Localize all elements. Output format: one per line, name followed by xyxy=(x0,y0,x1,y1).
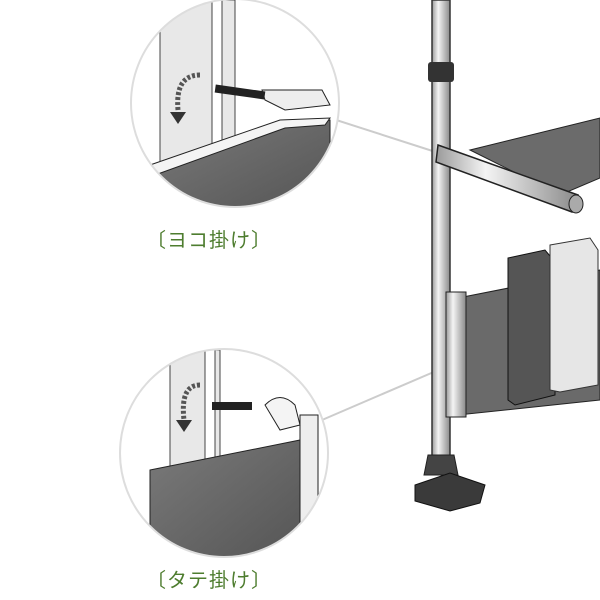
pole-base xyxy=(414,472,486,512)
vertical-panel xyxy=(445,237,600,418)
arrow-down-icon xyxy=(170,112,186,124)
leader-line-top xyxy=(329,117,446,156)
horizontal-shelf xyxy=(435,117,600,214)
binder-dark xyxy=(507,249,556,406)
support-pole xyxy=(414,0,486,512)
panel-bracket xyxy=(445,291,467,418)
label-horizontal-hook: 〔ヨコ掛け〕 xyxy=(146,228,272,252)
detail-vertical-hook xyxy=(119,348,329,558)
pole-clamp xyxy=(428,62,454,82)
leader-line-bottom xyxy=(321,364,451,421)
binder-light xyxy=(549,237,599,393)
arrow-down-icon xyxy=(176,420,192,432)
label-vertical-hook: 〔タテ掛け〕 xyxy=(146,568,272,592)
detail-horizontal-hook xyxy=(130,0,340,208)
